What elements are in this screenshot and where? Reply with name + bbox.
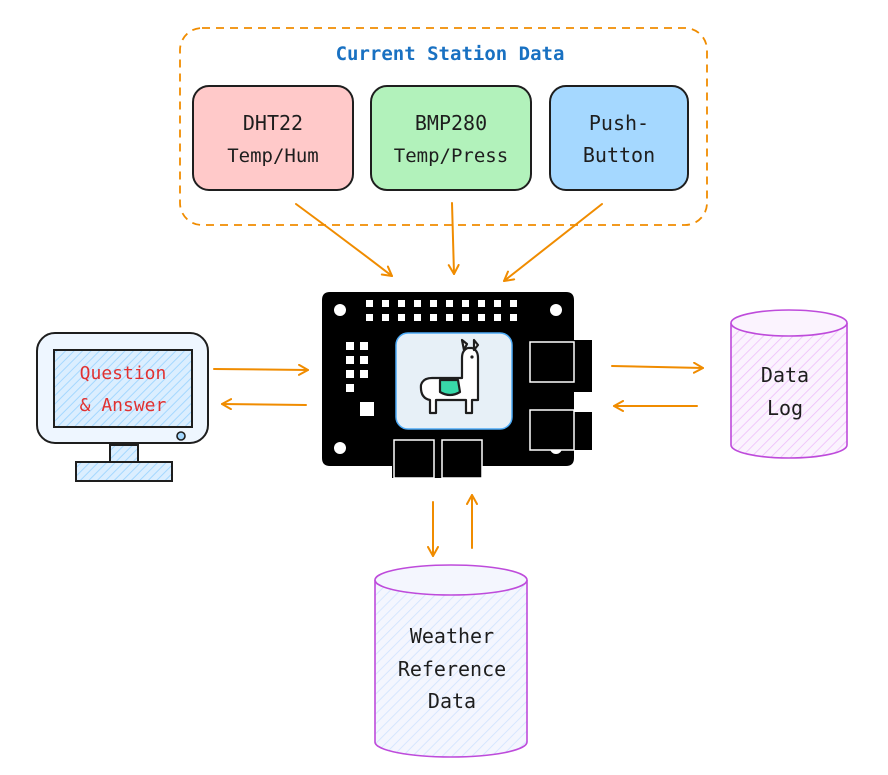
sensor-dht22: DHT22 Temp/Hum xyxy=(192,85,354,191)
board-ports-right xyxy=(529,341,575,451)
arrow-bmp280-to-board xyxy=(447,202,460,275)
monitor-line1: Question xyxy=(80,363,167,384)
monitor-line2: & Answer xyxy=(80,395,167,416)
sensor-push-button-line1: Push- xyxy=(589,111,649,135)
gpio-header xyxy=(366,300,517,321)
sensor-dht22-line2: Temp/Hum xyxy=(227,145,319,167)
sensor-arrows xyxy=(295,202,603,282)
sensor-push-button-line2: Button xyxy=(583,143,655,167)
weather-db-line2: Reference xyxy=(398,657,506,681)
arrow-board-to-monitor xyxy=(221,398,307,411)
weather-db-top xyxy=(374,564,528,596)
data-log-db: Data Log xyxy=(730,309,848,459)
monitor-screen xyxy=(53,349,193,428)
sensor-bmp280-line2: Temp/Press xyxy=(394,145,508,167)
weather-db-line1: Weather xyxy=(410,624,494,648)
llama-icon xyxy=(419,338,480,415)
monitor: Question & Answer xyxy=(36,332,209,482)
sensor-bmp280-box xyxy=(370,85,532,191)
arrow-board-to-datalog xyxy=(611,361,704,374)
monitor-power-led xyxy=(176,431,186,441)
board-pins-left xyxy=(346,342,374,416)
arrow-monitor-to-board xyxy=(213,363,309,376)
group-border xyxy=(179,27,708,226)
data-log-line1: Data xyxy=(761,363,809,387)
data-log-line2: Log xyxy=(767,396,803,420)
group-title: Current Station Data xyxy=(336,43,565,65)
data-log-top xyxy=(730,309,848,337)
sensor-push-button-box xyxy=(549,85,689,191)
weather-db-body xyxy=(374,580,528,758)
sensor-dht22-box xyxy=(192,85,354,191)
weather-reference-db: Weather Reference Data xyxy=(374,564,528,758)
board-ports-bottom xyxy=(393,439,483,479)
board xyxy=(322,292,592,479)
sensor-push-button: Push- Button xyxy=(549,85,689,191)
sensor-bmp280-line1: BMP280 xyxy=(415,111,487,135)
weather-db-line3: Data xyxy=(428,689,476,713)
arrow-dht22-to-board xyxy=(295,203,393,277)
monitor-arrows xyxy=(213,363,309,411)
sensor-dht22-line1: DHT22 xyxy=(243,111,303,135)
data-log-body xyxy=(730,323,848,459)
datalog-arrows xyxy=(611,361,704,412)
monitor-stand xyxy=(75,461,173,482)
arrow-pushbutton-to-board xyxy=(503,203,603,282)
weather-arrows xyxy=(427,494,478,557)
sensor-bmp280: BMP280 Temp/Press xyxy=(370,85,532,191)
monitor-neck xyxy=(109,444,139,463)
current-station-group: Current Station Data DHT22 Temp/Hum BMP2… xyxy=(179,27,708,226)
